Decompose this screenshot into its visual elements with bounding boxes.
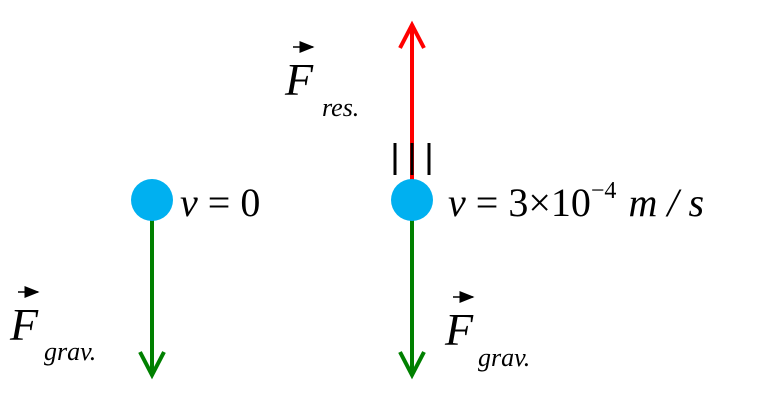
left-velocity-label: v = 0 [180, 180, 260, 225]
svg-text:grav.: grav. [478, 343, 530, 372]
right-gravity-label: F grav. [444, 291, 530, 372]
resistance-label: F res. [284, 41, 359, 122]
svg-text:F: F [444, 304, 474, 355]
left-ball [131, 179, 173, 221]
left-gravity-arrow [138, 218, 166, 380]
svg-text:F: F [284, 54, 314, 105]
right-gravity-arrow [398, 218, 426, 380]
motion-ticks [393, 143, 431, 175]
svg-text:res.: res. [322, 93, 359, 122]
svg-text:grav.: grav. [44, 337, 96, 366]
right-ball [391, 179, 433, 221]
left-gravity-label: F grav. [9, 286, 96, 366]
svg-text:F: F [9, 299, 39, 350]
